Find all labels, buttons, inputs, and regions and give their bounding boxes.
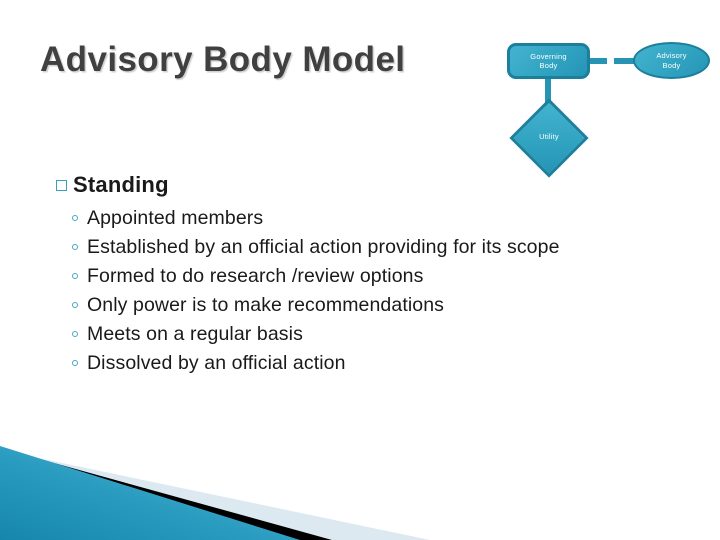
list-item: Only power is to make recommendations	[72, 291, 676, 319]
governing-body-label-line1: Governing	[530, 51, 567, 61]
square-bullet-icon	[56, 180, 67, 191]
connector-governing-to-utility	[545, 77, 551, 119]
list-item-text: Appointed members	[87, 207, 264, 229]
list-item: Dissolved by an official action	[72, 349, 676, 377]
list-item-text: Dissolved by an official action	[87, 352, 346, 374]
connector-governing-to-advisory-segment-2	[614, 58, 634, 64]
advisory-body-label: Advisory Body	[656, 51, 686, 70]
governing-body-label-line2: Body	[539, 61, 558, 70]
list-item: Appointed members	[72, 204, 676, 232]
list-item-text: Meets on a regular basis	[87, 323, 303, 345]
diagram-node-utility[interactable]: Utility	[507, 98, 591, 178]
standing-heading: Standing	[73, 172, 169, 197]
hollow-circle-bullet-icon	[72, 360, 78, 366]
hollow-circle-bullet-icon	[72, 244, 78, 250]
list-item-text: Established by an official action provid…	[87, 236, 560, 258]
governing-body-label: Governing Body	[530, 52, 566, 71]
utility-label: Utility	[539, 132, 559, 141]
list-item: Established by an official action provid…	[72, 233, 676, 261]
black-wedge-shape	[0, 448, 332, 540]
list-item: Meets on a regular basis	[72, 320, 676, 348]
connector-governing-to-advisory-segment-1	[590, 58, 607, 64]
diagram-node-advisory-body[interactable]: Advisory Body	[633, 42, 710, 79]
list-item-text: Formed to do research /review options	[87, 265, 424, 287]
hollow-circle-bullet-icon	[72, 331, 78, 337]
list-item: Formed to do research /review options	[72, 262, 676, 290]
diagram-node-governing-body[interactable]: Governing Body	[507, 43, 590, 79]
corner-decoration	[0, 446, 430, 540]
teal-gradient-triangle	[0, 446, 300, 540]
content-body: Standing Appointed members Established b…	[56, 172, 676, 378]
list-item-text: Only power is to make recommendations	[87, 294, 445, 316]
standing-heading-row: Standing	[56, 172, 676, 198]
hollow-circle-bullet-icon	[72, 215, 78, 221]
advisory-body-diagram: Governing Body Advisory Body Utility	[485, 25, 715, 178]
hollow-circle-bullet-icon	[72, 302, 78, 308]
advisory-body-label-line1: Advisory	[656, 51, 687, 60]
bullet-list: Appointed members Established by an offi…	[56, 204, 676, 377]
pale-band-shape	[0, 450, 430, 540]
advisory-body-label-line2: Body	[662, 60, 681, 70]
page-title: Advisory Body Model	[40, 40, 406, 79]
hollow-circle-bullet-icon	[72, 273, 78, 279]
